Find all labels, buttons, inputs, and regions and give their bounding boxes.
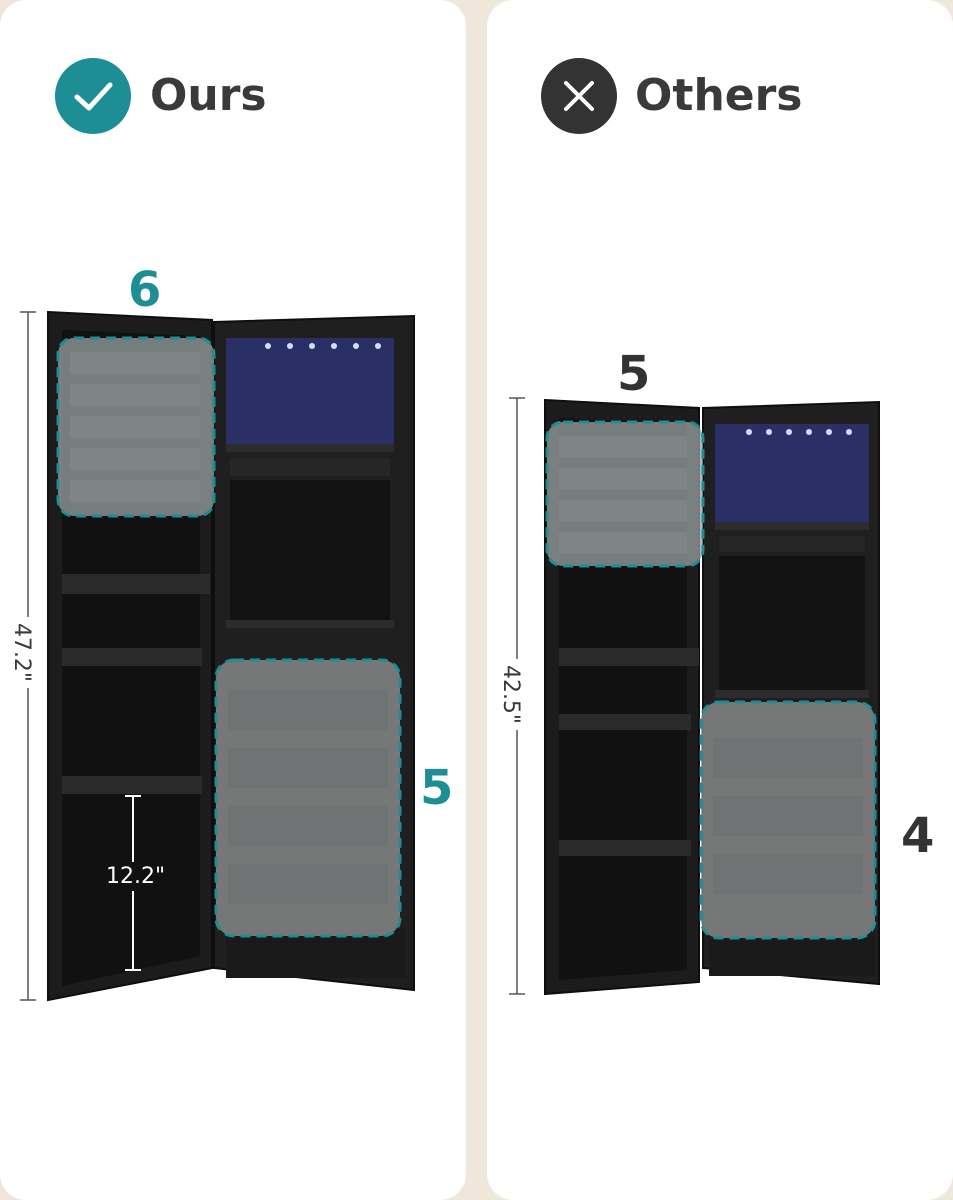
others-heading: Others (635, 70, 803, 121)
ours-gap-label: 12.2" (102, 862, 170, 891)
others-cabinet-illustration (544, 398, 880, 996)
ours-panel: Ours 6 5 47.2" (0, 0, 466, 1200)
ours-door-tray-count: 6 (128, 262, 162, 318)
x-circle-icon (541, 58, 617, 134)
ours-cabinet-illustration (47, 310, 415, 1002)
others-door-tray-count: 5 (617, 346, 651, 402)
ours-body-tray-count: 5 (420, 760, 454, 816)
others-panel: Others 5 4 42.5" (487, 0, 953, 1200)
ours-heading: Ours (150, 70, 267, 121)
others-body-tray-count: 4 (901, 808, 935, 864)
check-circle-icon (55, 58, 131, 134)
